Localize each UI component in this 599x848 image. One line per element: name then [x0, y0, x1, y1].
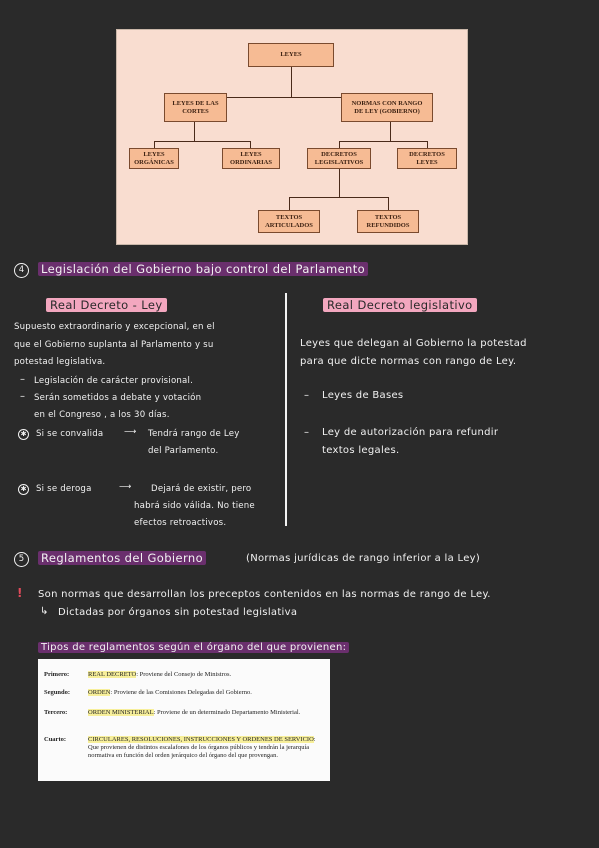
- node-leyes-cortes: LEYES DE LAS CORTES: [164, 93, 227, 122]
- return-arrow-icon: ↳: [40, 606, 49, 617]
- section-4-title: Legislación del Gobierno bajo control de…: [38, 262, 369, 276]
- deroga-result-line2: habrá sido válida. No tiene: [134, 501, 255, 511]
- node-decretos-legislativos: DECRETOS LEGISLATIVOS: [307, 148, 371, 169]
- arrow-right-icon: ⟶: [124, 427, 137, 437]
- rdl-bullet2-line2: en el Congreso , a los 30 días.: [34, 410, 170, 420]
- bullet-dash: –: [20, 391, 25, 402]
- bullet-dash: –: [304, 390, 309, 401]
- star-bullet-icon: ✱: [18, 484, 29, 495]
- section-4-number: 4: [14, 263, 29, 278]
- node-leyes: LEYES: [248, 43, 334, 67]
- deroga-result-line1: Dejará de existir, pero: [151, 484, 252, 494]
- rdleg-para-line1: Leyes que delegan al Gobierno la potesta…: [300, 338, 527, 349]
- convalida-result-line2: del Parlamento.: [148, 446, 219, 456]
- section-5-subtitle: (Normas jurídicas de rango inferior a la…: [246, 553, 481, 564]
- column-divider: [285, 293, 287, 526]
- rdleg-bullet2-line1: Ley de autorización para refundir: [322, 427, 499, 438]
- section-5-title: Reglamentos del Gobierno: [38, 551, 207, 565]
- real-decreto-legislativo-heading: Real Decreto legislativo: [323, 298, 477, 312]
- tipos-heading: Tipos de reglamentos según el órgano del…: [38, 642, 350, 653]
- convalida-label: Si se convalida: [36, 429, 104, 439]
- rdleg-bullet1: Leyes de Bases: [322, 390, 404, 401]
- section-5-line1: Son normas que desarrollan los preceptos…: [38, 589, 491, 600]
- rdl-para-line2: que el Gobierno suplanta al Parlamento y…: [14, 340, 214, 350]
- convalida-result-line1: Tendrá rango de Ley: [148, 429, 240, 439]
- leyes-diagram: LEYES LEYES DE LAS CORTES NORMAS CON RAN…: [116, 29, 468, 245]
- section-5-line2: Dictadas por órganos sin potestad legisl…: [58, 607, 298, 618]
- node-textos-refundidos: TEXTOS REFUNDIDOS: [357, 210, 419, 233]
- tipos-reglamentos-table: Primero: REAL DECRETO: Proviene del Cons…: [38, 659, 330, 781]
- rdleg-bullet2-line2: textos legales.: [322, 445, 400, 456]
- node-normas-rango-ley: NORMAS CON RANGO DE LEY (GOBIERNO): [341, 93, 433, 122]
- deroga-result-line3: efectos retroactivos.: [134, 518, 227, 528]
- node-decretos-leyes: DECRETOS LEYES: [397, 148, 457, 169]
- bullet-dash: –: [304, 427, 309, 438]
- deroga-label: Si se deroga: [36, 484, 92, 494]
- real-decreto-ley-heading: Real Decreto - Ley: [46, 298, 167, 312]
- node-textos-articulados: TEXTOS ARTICULADOS: [258, 210, 320, 233]
- star-bullet-icon: ✱: [18, 429, 29, 440]
- node-leyes-ordinarias: LEYES ORDINARIAS: [222, 148, 280, 169]
- section-5-number: 5: [14, 552, 29, 567]
- arrow-right-icon: ⟶: [119, 482, 132, 492]
- rdl-bullet2-line1: Serán sometidos a debate y votación: [34, 393, 202, 403]
- bullet-dash: –: [20, 374, 25, 385]
- rdleg-para-line2: para que dicte normas con rango de Ley.: [300, 356, 517, 367]
- exclamation-icon: !: [17, 586, 23, 600]
- rdl-para-line3: potestad legislativa.: [14, 357, 106, 367]
- rdl-para-line1: Supuesto extraordinario y excepcional, e…: [14, 322, 215, 332]
- node-leyes-organicas: LEYES ORGÁNICAS: [129, 148, 179, 169]
- rdl-bullet1: Legislación de carácter provisional.: [34, 376, 194, 386]
